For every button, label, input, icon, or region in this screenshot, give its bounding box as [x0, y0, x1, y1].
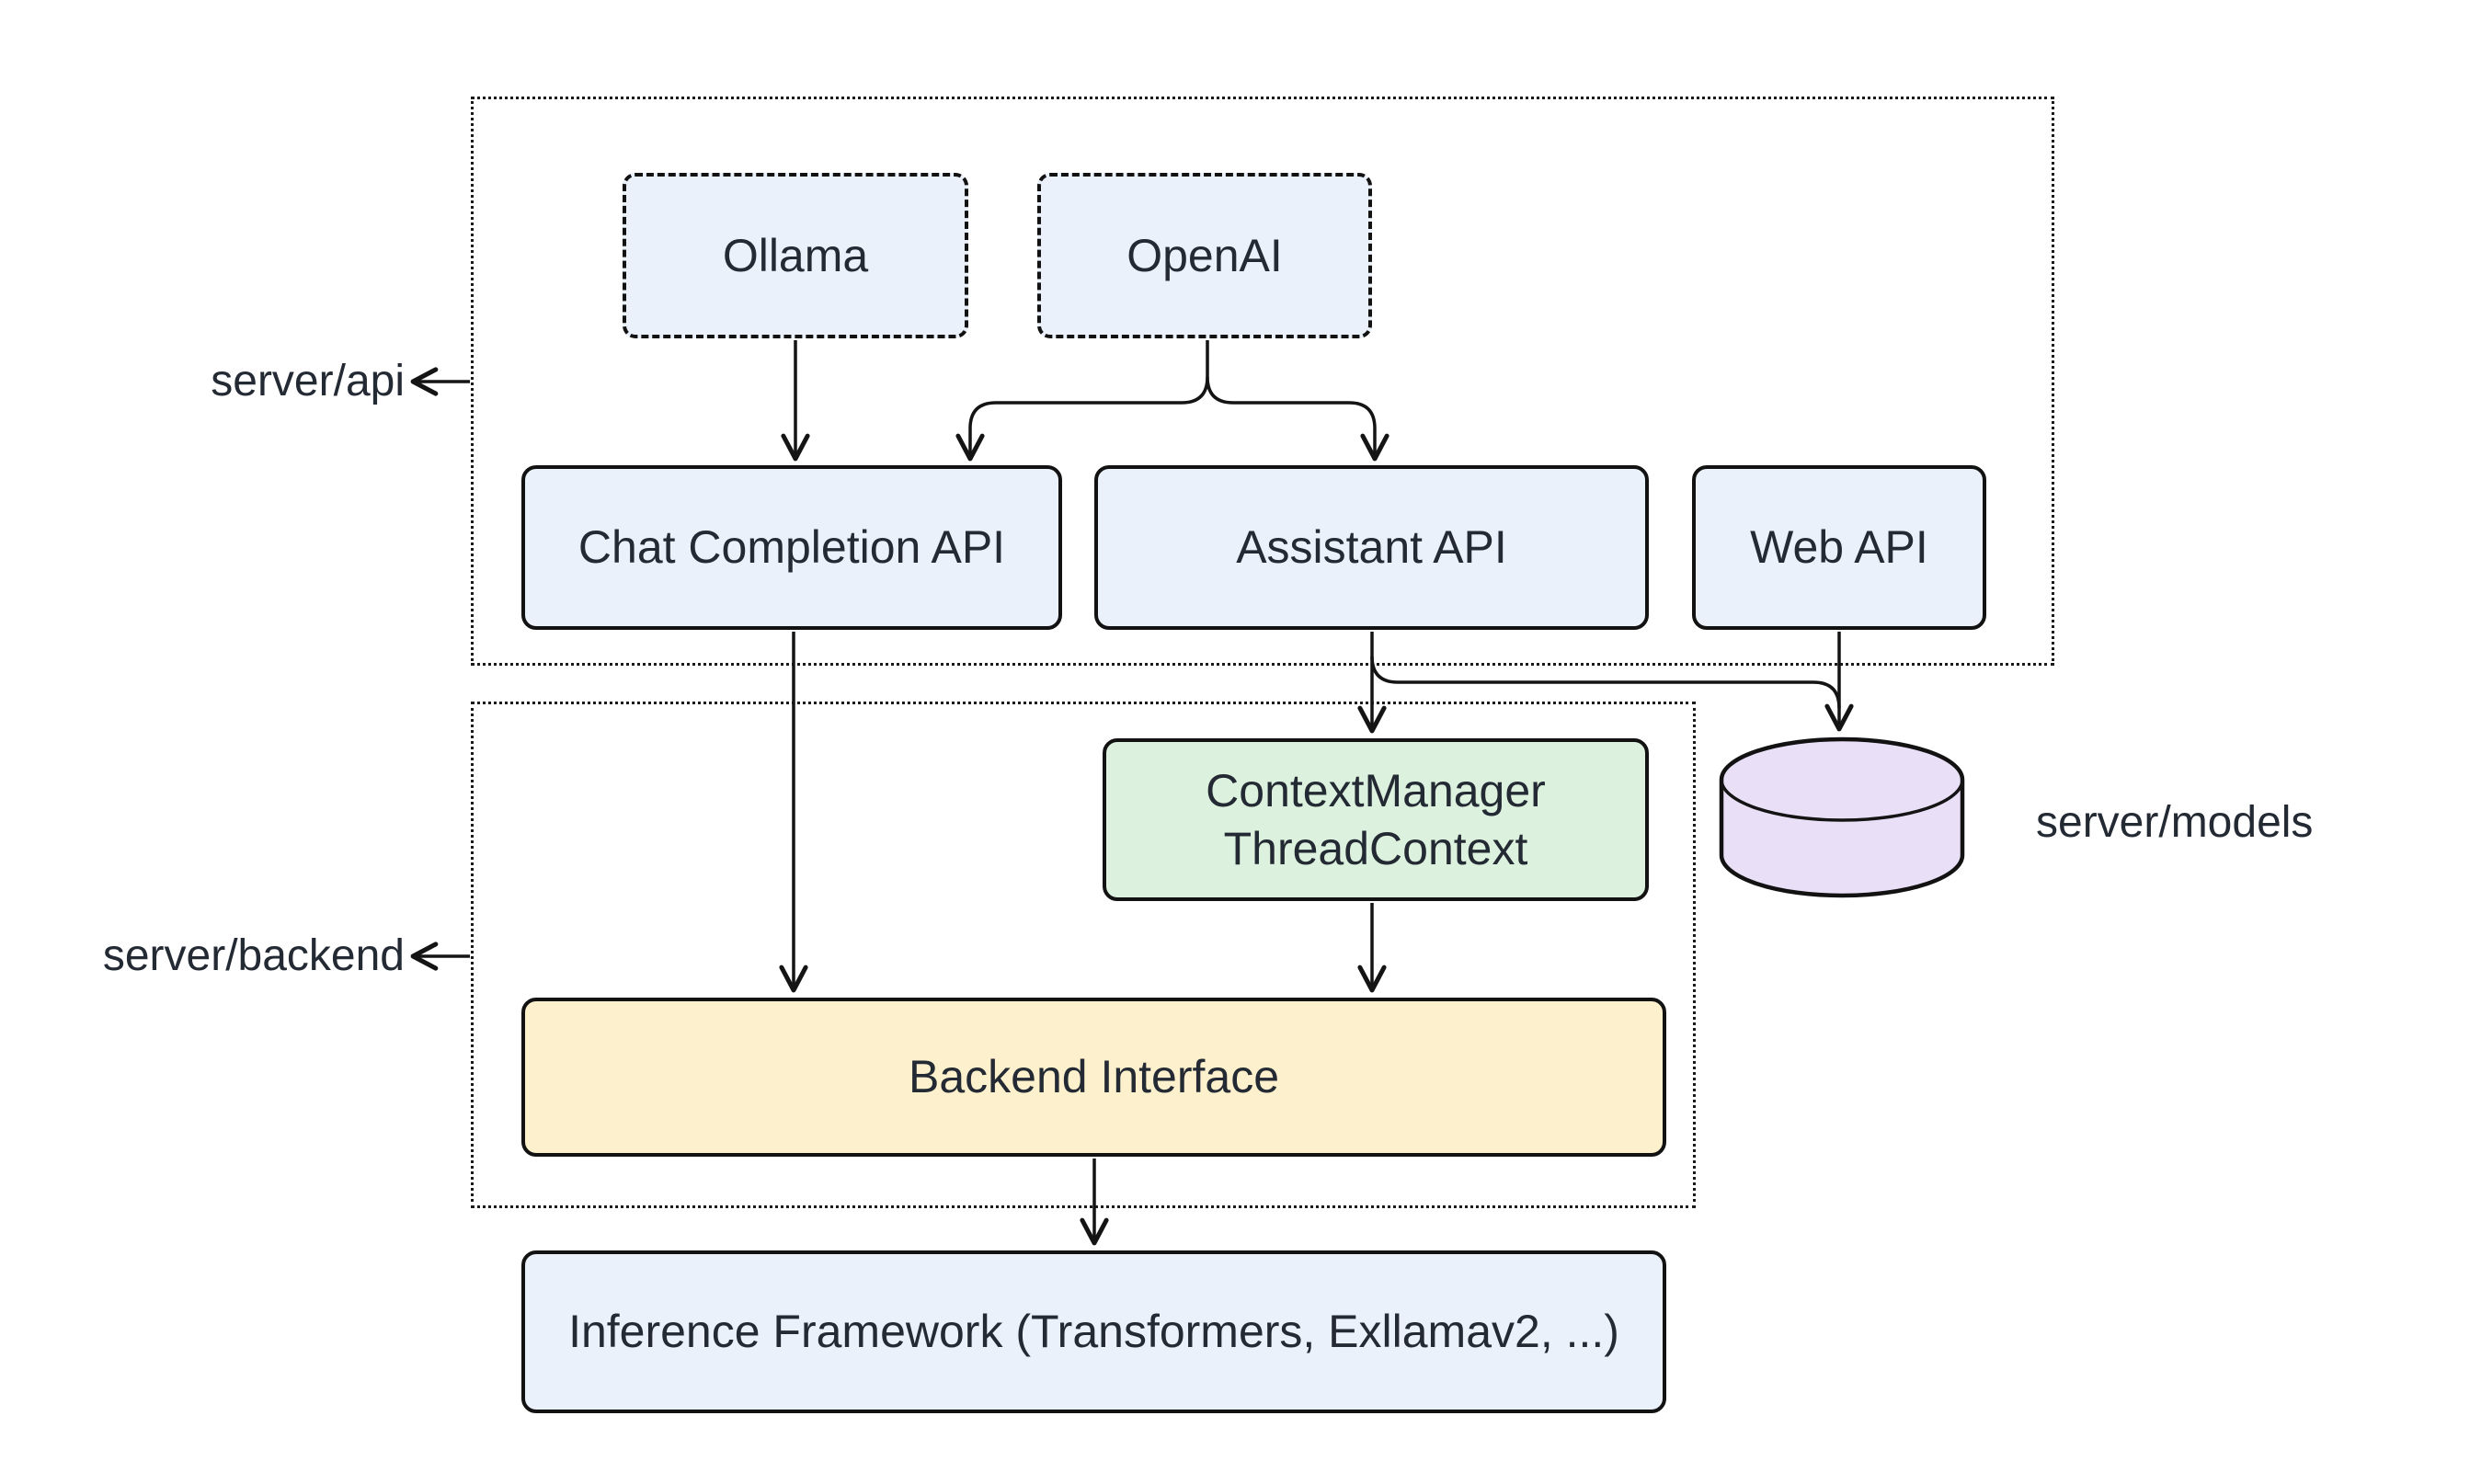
node-web-api: Web API — [1692, 465, 1986, 630]
node-openai: OpenAI — [1037, 173, 1372, 338]
context-manager-line1: ContextManager — [1206, 765, 1546, 816]
node-assistant-api-label: Assistant API — [1236, 521, 1507, 574]
node-web-api-label: Web API — [1750, 521, 1928, 574]
node-context-manager-label: ContextManager ThreadContext — [1206, 762, 1546, 877]
context-manager-line2: ThreadContext — [1223, 822, 1528, 874]
node-backend-interface-label: Backend Interface — [908, 1051, 1280, 1103]
node-backend-interface: Backend Interface — [521, 998, 1666, 1157]
node-ollama-label: Ollama — [722, 229, 869, 281]
node-ollama: Ollama — [623, 173, 968, 338]
node-openai-label: OpenAI — [1126, 229, 1283, 281]
server-models-label: server/models — [2036, 798, 2314, 847]
node-assistant-api: Assistant API — [1094, 465, 1649, 630]
node-inference-framework-label: Inference Framework (Transformers, Exlla… — [568, 1306, 1619, 1358]
server-backend-container — [471, 702, 1696, 1208]
node-inference-framework: Inference Framework (Transformers, Exlla… — [521, 1250, 1666, 1413]
node-chat-completion-api-label: Chat Completion API — [577, 521, 1006, 574]
node-sqlite-label: sqlite — [1790, 823, 1894, 873]
server-api-container — [471, 97, 2054, 666]
node-chat-completion-api: Chat Completion API — [521, 465, 1062, 630]
server-backend-label: server/backend — [102, 931, 405, 980]
node-context-manager: ContextManager ThreadContext — [1103, 738, 1649, 901]
server-api-label: server/api — [211, 357, 405, 405]
